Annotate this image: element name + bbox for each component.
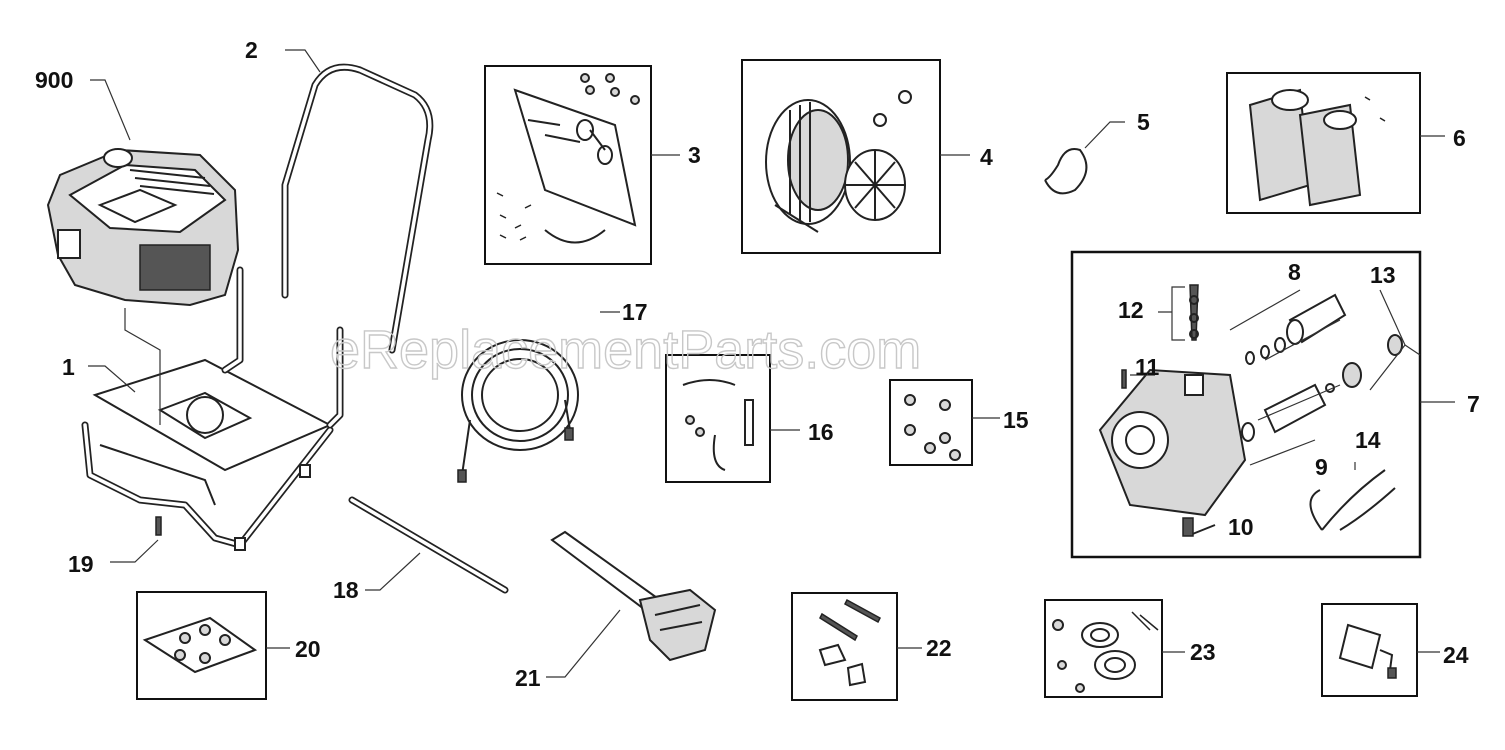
- callout-20[interactable]: 20: [295, 636, 321, 662]
- part-2-handle[interactable]: [281, 63, 434, 354]
- part-21-spray-gun[interactable]: [550, 530, 717, 662]
- part-3-bracket-kit[interactable]: [484, 65, 652, 265]
- callout-8[interactable]: 8: [1288, 259, 1301, 285]
- callout-13[interactable]: 13: [1370, 262, 1396, 288]
- callout-11[interactable]: 11: [1135, 354, 1160, 380]
- part-5-clip[interactable]: [1044, 148, 1088, 195]
- callout-3[interactable]: 3: [688, 142, 701, 168]
- callout-10[interactable]: 10: [1228, 514, 1254, 540]
- part-24-manual[interactable]: [1321, 603, 1418, 697]
- part-20-nozzle-kit[interactable]: [136, 591, 267, 700]
- part-17-hose[interactable]: [457, 339, 579, 483]
- callout-1[interactable]: 1: [62, 354, 75, 380]
- callout-900[interactable]: 900: [35, 67, 73, 93]
- callout-9[interactable]: 9: [1315, 454, 1328, 480]
- callout-15[interactable]: 15: [1003, 407, 1029, 433]
- callout-19[interactable]: 19: [68, 551, 94, 577]
- callout-5[interactable]: 5: [1137, 109, 1150, 135]
- part-18-lance[interactable]: [348, 496, 509, 594]
- callout-12[interactable]: 12: [1118, 297, 1144, 323]
- part-16-tube-kit[interactable]: [665, 354, 771, 483]
- part-900-engine[interactable]: [46, 148, 240, 307]
- leader-lines: [88, 49, 1455, 678]
- part-19-bolt[interactable]: [155, 516, 162, 536]
- callout-18[interactable]: 18: [333, 577, 359, 603]
- part-4-wheel-kit[interactable]: [741, 59, 941, 254]
- watermark: eReplacementParts.com: [330, 320, 921, 380]
- callout-24[interactable]: 24: [1443, 642, 1469, 668]
- part-15-fastener-kit[interactable]: [889, 379, 973, 466]
- part-1-frame[interactable]: [81, 266, 344, 551]
- callout-23[interactable]: 23: [1190, 639, 1216, 665]
- part-6-manifold-kit[interactable]: [1226, 72, 1421, 214]
- callout-14[interactable]: 14: [1355, 427, 1381, 453]
- callout-4[interactable]: 4: [980, 144, 993, 170]
- callout-17[interactable]: 17: [622, 299, 648, 325]
- callout-22[interactable]: 22: [926, 635, 952, 661]
- part-7-pump-assembly[interactable]: [1070, 250, 1422, 559]
- callouts: 900 2 1 19 3 4 5 6 7 8 9 10 11 12 13 14 …: [35, 37, 1480, 691]
- callout-21[interactable]: 21: [515, 665, 541, 691]
- part-23-bearing-kit[interactable]: [1044, 599, 1163, 698]
- callout-2[interactable]: 2: [245, 37, 258, 63]
- callout-16[interactable]: 16: [808, 419, 834, 445]
- part-22-bolt-kit[interactable]: [791, 592, 898, 701]
- callout-7[interactable]: 7: [1467, 391, 1480, 417]
- callout-6[interactable]: 6: [1453, 125, 1466, 151]
